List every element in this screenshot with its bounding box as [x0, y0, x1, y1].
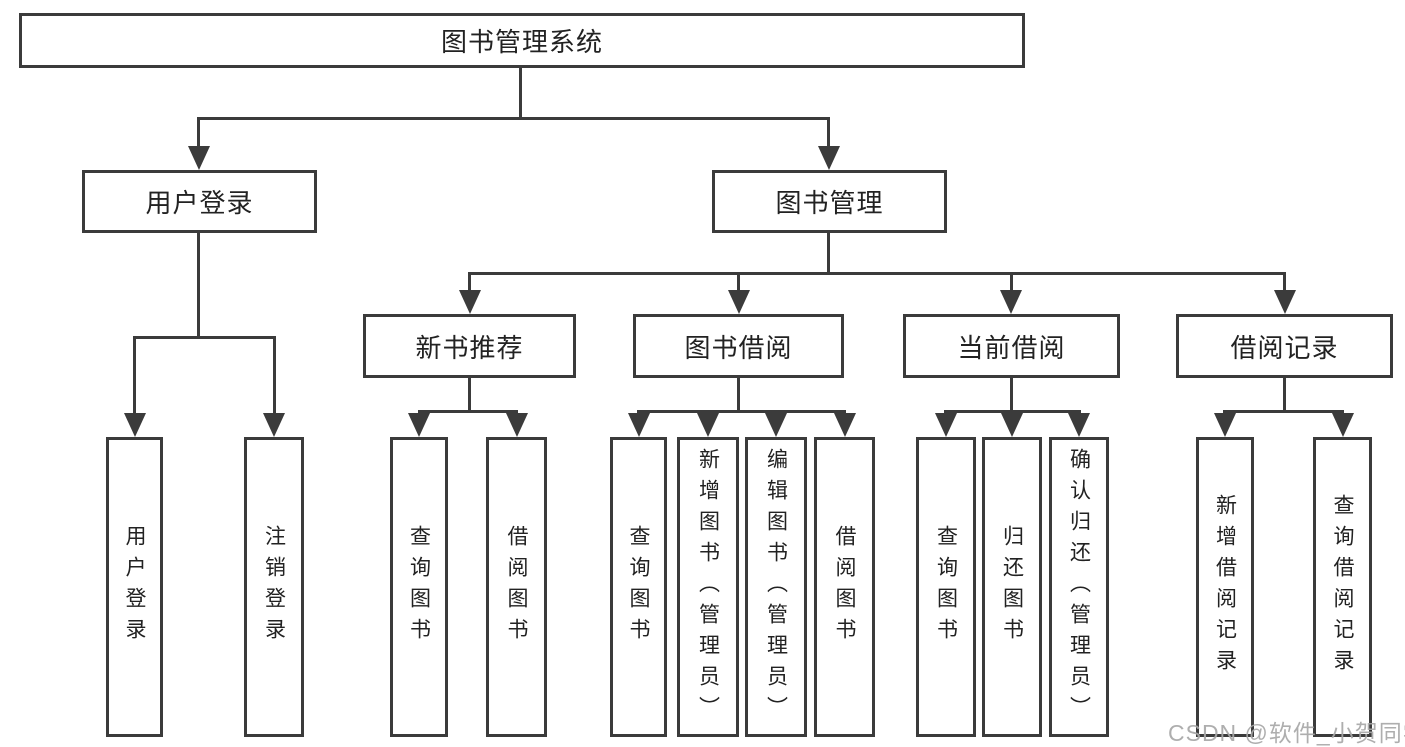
node-borrowing-records: 借阅记录 — [1176, 314, 1393, 378]
connector-bus — [637, 410, 846, 413]
arrowhead-down-icon — [818, 146, 840, 170]
node-current-borrowing-label: 当前借阅 — [957, 332, 1066, 363]
connector-stem — [273, 336, 276, 415]
leaf-logout-label: 注销登录 — [262, 525, 286, 649]
arrowhead-down-icon — [1068, 413, 1090, 437]
leaf-borrow-books-label: 借阅图书 — [833, 525, 856, 649]
arrowhead-down-icon — [728, 290, 750, 314]
leaf-return-books: 归还图书 — [982, 437, 1042, 737]
leaf-query-books-borrow-label: 查询图书 — [627, 525, 650, 649]
node-book-borrowing-label: 图书借阅 — [684, 332, 793, 363]
connector-stem — [737, 375, 740, 413]
connector-level2-bus — [197, 117, 830, 120]
connector-stem — [1010, 272, 1013, 292]
connector-stem — [827, 232, 830, 275]
node-user-login: 用户登录 — [82, 170, 317, 233]
connector-stem — [1283, 375, 1286, 413]
arrowhead-down-icon — [124, 413, 146, 437]
leaf-confirm-return-admin: 确认归还（管理员） — [1049, 437, 1109, 737]
node-borrowing-records-label: 借阅记录 — [1230, 332, 1339, 363]
leaf-query-books-current-label: 查询图书 — [934, 525, 958, 649]
leaf-query-books-recommend: 查询图书 — [390, 437, 448, 737]
node-book-management-label: 图书管理 — [775, 188, 884, 218]
node-new-book-recommend: 新书推荐 — [363, 314, 576, 378]
arrowhead-down-icon — [408, 413, 430, 437]
arrowhead-down-icon — [935, 413, 957, 437]
leaf-query-books-current: 查询图书 — [916, 437, 976, 737]
connector-bus — [944, 410, 1081, 413]
connector-stem — [133, 336, 136, 415]
leaf-add-books-admin: 新增图书（管理员） — [677, 437, 739, 737]
arrowhead-down-icon — [697, 413, 719, 437]
arrowhead-down-icon — [765, 413, 787, 437]
connector-root-stem — [519, 66, 522, 120]
node-book-management: 图书管理 — [712, 170, 947, 233]
connector-stem — [737, 272, 740, 292]
leaf-borrow-books-recommend: 借阅图书 — [486, 437, 547, 737]
leaf-add-books-admin-label: 新增图书（管理员） — [696, 447, 720, 727]
leaf-confirm-return-admin-label: 确认归还（管理员） — [1067, 447, 1091, 727]
leaf-query-books-recommend-label: 查询图书 — [407, 525, 431, 649]
arrowhead-down-icon — [1332, 413, 1354, 437]
leaf-edit-books-admin: 编辑图书（管理员） — [745, 437, 807, 737]
node-root-system: 图书管理系统 — [19, 13, 1025, 68]
node-root-label: 图书管理系统 — [440, 27, 603, 57]
node-new-book-recommend-label: 新书推荐 — [415, 332, 524, 363]
arrowhead-down-icon — [1000, 290, 1022, 314]
connector-stem — [197, 232, 200, 339]
connector-stem — [197, 117, 200, 148]
connector-stem — [1010, 375, 1013, 413]
arrowhead-down-icon — [459, 290, 481, 314]
leaf-borrow-books-recommend-label: 借阅图书 — [505, 525, 528, 649]
node-user-login-label: 用户登录 — [145, 188, 254, 218]
leaf-user-login-label: 用户登录 — [123, 525, 146, 649]
connector-stem — [827, 117, 830, 148]
leaf-add-borrow-record: 新增借阅记录 — [1196, 437, 1254, 737]
leaf-user-login: 用户登录 — [106, 437, 163, 737]
arrowhead-down-icon — [1214, 413, 1236, 437]
watermark: CSDN @软件_小贺同学 — [1168, 720, 1405, 746]
arrowhead-down-icon — [188, 146, 210, 170]
leaf-logout: 注销登录 — [244, 437, 304, 737]
leaf-query-books-borrow: 查询图书 — [610, 437, 667, 737]
leaf-return-books-label: 归还图书 — [1000, 525, 1024, 649]
connector-stem — [1283, 272, 1286, 292]
arrowhead-down-icon — [1001, 413, 1023, 437]
arrowhead-down-icon — [628, 413, 650, 437]
leaf-edit-books-admin-label: 编辑图书（管理员） — [764, 447, 788, 727]
leaf-query-borrow-record: 查询借阅记录 — [1313, 437, 1372, 737]
arrowhead-down-icon — [834, 413, 856, 437]
leaf-borrow-books: 借阅图书 — [814, 437, 875, 737]
connector-login-bus — [133, 336, 276, 339]
node-current-borrowing: 当前借阅 — [903, 314, 1120, 378]
leaf-add-borrow-record-label: 新增借阅记录 — [1213, 494, 1237, 680]
connector-bus — [418, 410, 518, 413]
arrowhead-down-icon — [506, 413, 528, 437]
connector-stem — [468, 272, 471, 292]
node-book-borrowing: 图书借阅 — [633, 314, 844, 378]
leaf-query-borrow-record-label: 查询借阅记录 — [1331, 494, 1354, 680]
connector-stem — [468, 375, 471, 413]
connector-level3-bus — [468, 272, 1286, 275]
connector-bus — [1223, 410, 1344, 413]
arrowhead-down-icon — [1274, 290, 1296, 314]
arrowhead-down-icon — [263, 413, 285, 437]
